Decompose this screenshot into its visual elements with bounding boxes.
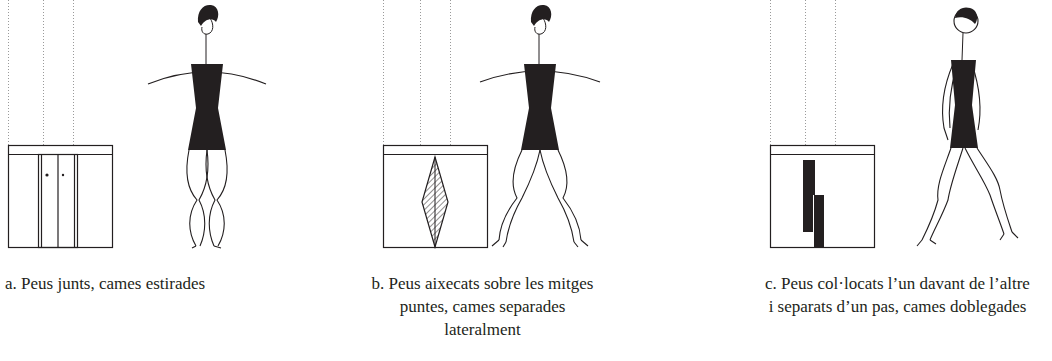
foot-divider (435, 157, 436, 247)
figure-caption: b. Peus aixecats sobre les mitges puntes… (360, 272, 605, 341)
figure-caption: c. Peus col·locats l’un davant de l’altr… (765, 272, 1030, 318)
foot-bar-joint (812, 160, 815, 195)
figure-b (480, 5, 600, 247)
back-foot-bar (814, 195, 824, 247)
notation-box (771, 146, 875, 248)
foot-dot (62, 174, 64, 176)
figure-a (148, 5, 266, 248)
notation-box (384, 146, 488, 248)
front-foot-bar (803, 160, 813, 232)
raised-feet-diamond (422, 157, 448, 247)
guide-lines (9, 0, 836, 145)
figure-c (917, 8, 1018, 246)
notation-box (9, 146, 113, 248)
figure-caption: a. Peus junts, cames estirades (5, 272, 325, 295)
foot-dot (45, 173, 48, 176)
